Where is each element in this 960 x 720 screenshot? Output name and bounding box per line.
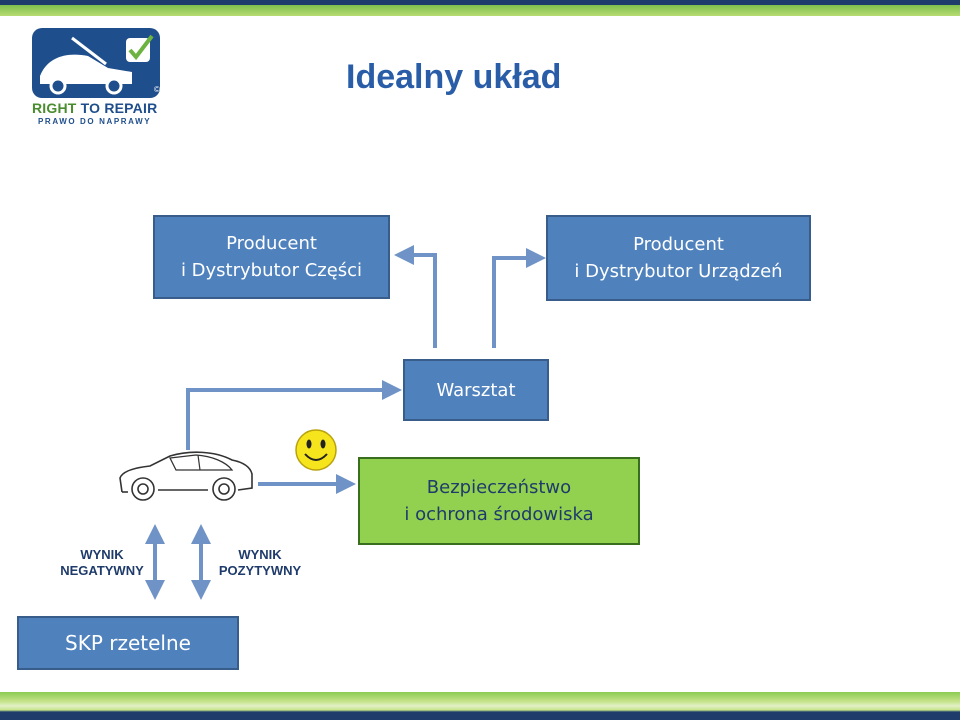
producer-devices-line2: i Dystrybutor Urządzeń — [574, 261, 783, 282]
result-negative-label: WYNIK NEGATYWNY — [50, 547, 154, 579]
safety-line2: i ochrona środowiska — [404, 504, 594, 525]
logo-subtitle: PRAWO DO NAPRAWY — [38, 117, 152, 126]
arrow-to-producer-parts — [394, 245, 437, 348]
arrow-car-to-workshop — [186, 380, 402, 450]
safety-box: Bezpieczeństwo i ochrona środowiska — [358, 457, 640, 545]
safety-line1: Bezpieczeństwo — [426, 477, 572, 498]
result-positive-line1: WYNIK — [238, 547, 282, 562]
logo-brand-part2: TO REPAIR — [80, 100, 158, 116]
result-negative-line2: NEGATYWNY — [60, 563, 144, 578]
producer-parts-box: Producent i Dystrybutor Części — [153, 215, 390, 299]
right-to-repair-logo: © — [28, 26, 168, 126]
producer-devices-line1: Producent — [633, 234, 724, 255]
bottom-decor-band — [0, 692, 960, 720]
logo-copyright: © — [154, 85, 160, 94]
result-positive-label: WYNIK POZYTYWNY — [210, 547, 310, 579]
arrow-to-producer-devices — [492, 248, 546, 348]
logo-checkmark-icon — [126, 34, 154, 62]
logo-car-icon — [40, 36, 132, 95]
skp-label: SKP rzetelne — [65, 630, 191, 655]
logo-graphic: © — [32, 28, 160, 98]
logo-brand-part1: RIGHT — [32, 100, 81, 116]
car-icon — [119, 451, 253, 501]
result-negative-line1: WYNIK — [80, 547, 124, 562]
workshop-box: Warsztat — [403, 359, 549, 421]
producer-devices-box: Producent i Dystrybutor Urządzeń — [546, 215, 811, 301]
result-positive-line2: POZYTYWNY — [218, 563, 302, 578]
skp-box: SKP rzetelne — [17, 616, 239, 670]
workshop-label: Warsztat — [436, 379, 516, 401]
smiley-icon — [295, 429, 337, 471]
slide-title: Idealny układ — [346, 58, 562, 96]
producer-parts-line2: i Dystrybutor Części — [180, 260, 363, 281]
top-decor-band — [0, 0, 960, 16]
producer-parts-line1: Producent — [226, 233, 317, 254]
logo-brand-text: RIGHT TO REPAIR — [32, 100, 162, 116]
